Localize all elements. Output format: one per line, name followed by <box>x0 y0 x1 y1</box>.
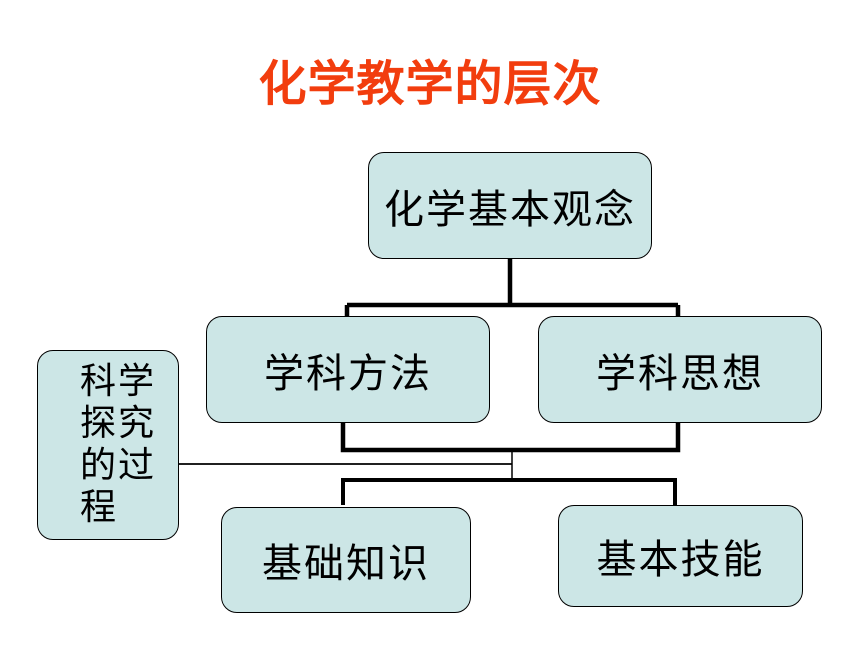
slide-title: 化学教学的层次 <box>258 56 602 112</box>
box-subject-thought-label: 学科思想 <box>596 350 764 397</box>
box-subject-methods: 学科方法 <box>206 316 490 423</box>
connector-level3-bracket <box>341 478 677 505</box>
box-scientific-inquiry-label: 科学探究的过程 <box>80 361 157 528</box>
box-subject-thought: 学科思想 <box>538 316 822 423</box>
box-basic-knowledge: 基础知识 <box>221 507 471 613</box>
box-basic-skills: 基本技能 <box>558 505 803 607</box>
box-chemistry-basic-concepts: 化学基本观念 <box>368 152 652 259</box>
box-scientific-inquiry: 科学探究的过程 <box>37 350 179 540</box>
box-subject-methods-label: 学科方法 <box>264 350 432 397</box>
box-chemistry-basic-concepts-label: 化学基本观念 <box>384 186 636 233</box>
connector-level2-bracket <box>340 423 681 453</box>
box-basic-knowledge-label: 基础知识 <box>262 541 430 587</box>
connector-concept-to-level2 <box>344 259 681 316</box>
box-basic-skills-label: 基本技能 <box>596 537 765 583</box>
